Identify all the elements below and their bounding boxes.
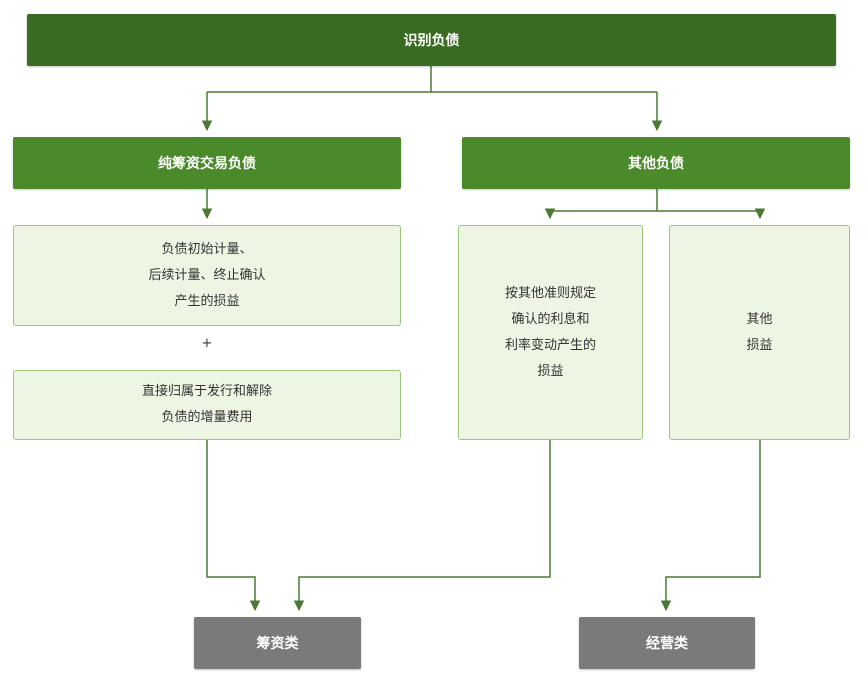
connector-other-split bbox=[550, 189, 760, 212]
connector-root-split bbox=[207, 66, 657, 93]
direct-costs-line-2: 负债的增量费用 bbox=[161, 410, 253, 425]
arrow-interest-to-financing bbox=[293, 440, 551, 612]
interest-line-4: 损益 bbox=[537, 363, 564, 379]
initial-measurement-line-3: 产生的损益 bbox=[174, 293, 240, 309]
node-pure-financing-liability: 纯筹资交易负债 bbox=[13, 137, 401, 189]
arrow-gains-to-operating bbox=[660, 440, 761, 612]
arrow-direct-costs-to-financing bbox=[206, 440, 261, 612]
other-gains-line-1: 其他 bbox=[746, 311, 773, 327]
node-other-liability: 其他负债 bbox=[462, 137, 850, 189]
financing-class-label: 筹资类 bbox=[256, 636, 299, 652]
root-node-identify-liability: 识别负债 bbox=[27, 14, 836, 66]
node-other-gains: 其他 损益 bbox=[669, 225, 850, 440]
interest-line-3: 利率变动产生的 bbox=[504, 337, 596, 353]
initial-measurement-line-2: 后续计量、终止确认 bbox=[148, 267, 266, 283]
node-initial-measurement-gains: 负债初始计量、 后续计量、终止确认 产生的损益 bbox=[13, 225, 401, 326]
node-financing-class: 筹资类 bbox=[194, 617, 361, 669]
initial-measurement-line-1: 负债初始计量、 bbox=[161, 241, 253, 257]
plus-sign: + bbox=[201, 336, 213, 351]
direct-costs-line-1: 直接归属于发行和解除 bbox=[141, 384, 272, 399]
operating-class-label: 经营类 bbox=[646, 636, 688, 652]
node-other-standard-interest: 按其他准则规定 确认的利息和 利率变动产生的 损益 bbox=[458, 225, 643, 440]
interest-line-1: 按其他准则规定 bbox=[504, 285, 596, 301]
interest-line-2: 确认的利息和 bbox=[511, 311, 590, 327]
node-direct-incremental-costs: 直接归属于发行和解除 负债的增量费用 bbox=[13, 370, 401, 440]
other-gains-line-2: 损益 bbox=[746, 337, 773, 353]
pure-financing-label: 纯筹资交易负债 bbox=[158, 156, 256, 172]
node-operating-class: 经营类 bbox=[579, 617, 755, 669]
root-node-label: 识别负债 bbox=[403, 33, 460, 49]
other-liability-label: 其他负债 bbox=[628, 156, 684, 172]
